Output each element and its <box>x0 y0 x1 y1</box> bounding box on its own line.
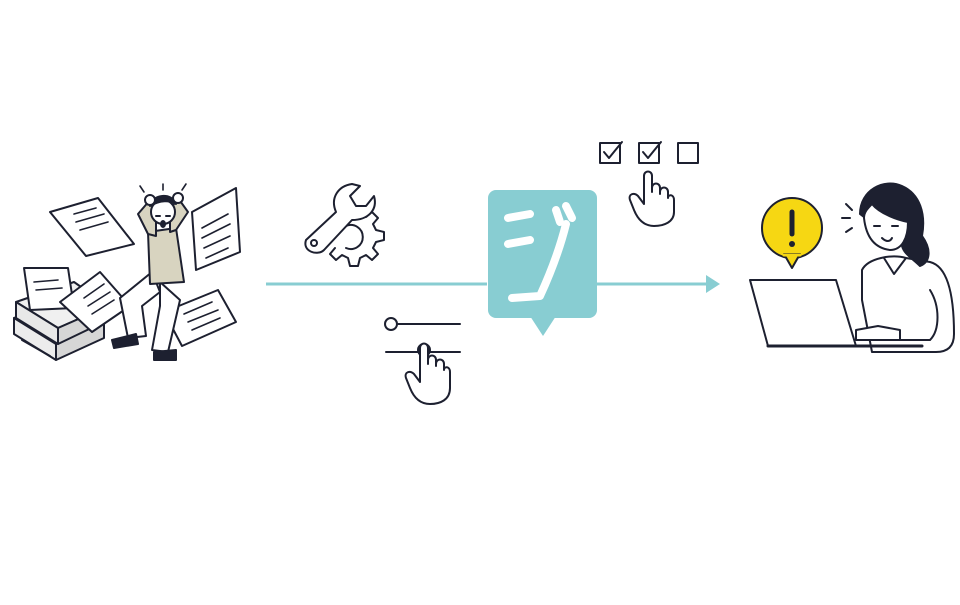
overwhelmed-person-with-papers-icon <box>13 183 241 361</box>
laptop-icon <box>749 279 924 348</box>
woman-laptop-alert-icon <box>749 182 955 353</box>
paper-icon <box>191 187 241 271</box>
overwhelmed-person <box>111 183 189 361</box>
checklist-hand-icon <box>599 141 699 227</box>
paper-icon <box>59 271 131 333</box>
flow-line <box>266 275 720 293</box>
slider-knob-icon <box>384 317 398 331</box>
slider-hand-icon <box>384 317 461 405</box>
checkbox-checked-icon <box>599 142 621 164</box>
paper-icon <box>163 289 237 347</box>
arrow-head-icon <box>706 275 720 293</box>
logo-text: コジ <box>541 307 543 309</box>
alert-icon <box>761 197 823 269</box>
checkbox-empty-icon <box>677 142 699 164</box>
pointing-hand-icon <box>404 342 451 405</box>
logo-badge: コジ <box>488 190 597 336</box>
checkmark-icon <box>603 141 623 159</box>
checkbox-checked-icon <box>638 142 660 164</box>
logo-mark-icon <box>504 202 576 302</box>
pointing-hand-icon <box>628 170 675 227</box>
wrench-gear-icon <box>304 183 385 267</box>
checkmark-icon <box>642 141 662 159</box>
paper-icon <box>49 197 135 257</box>
